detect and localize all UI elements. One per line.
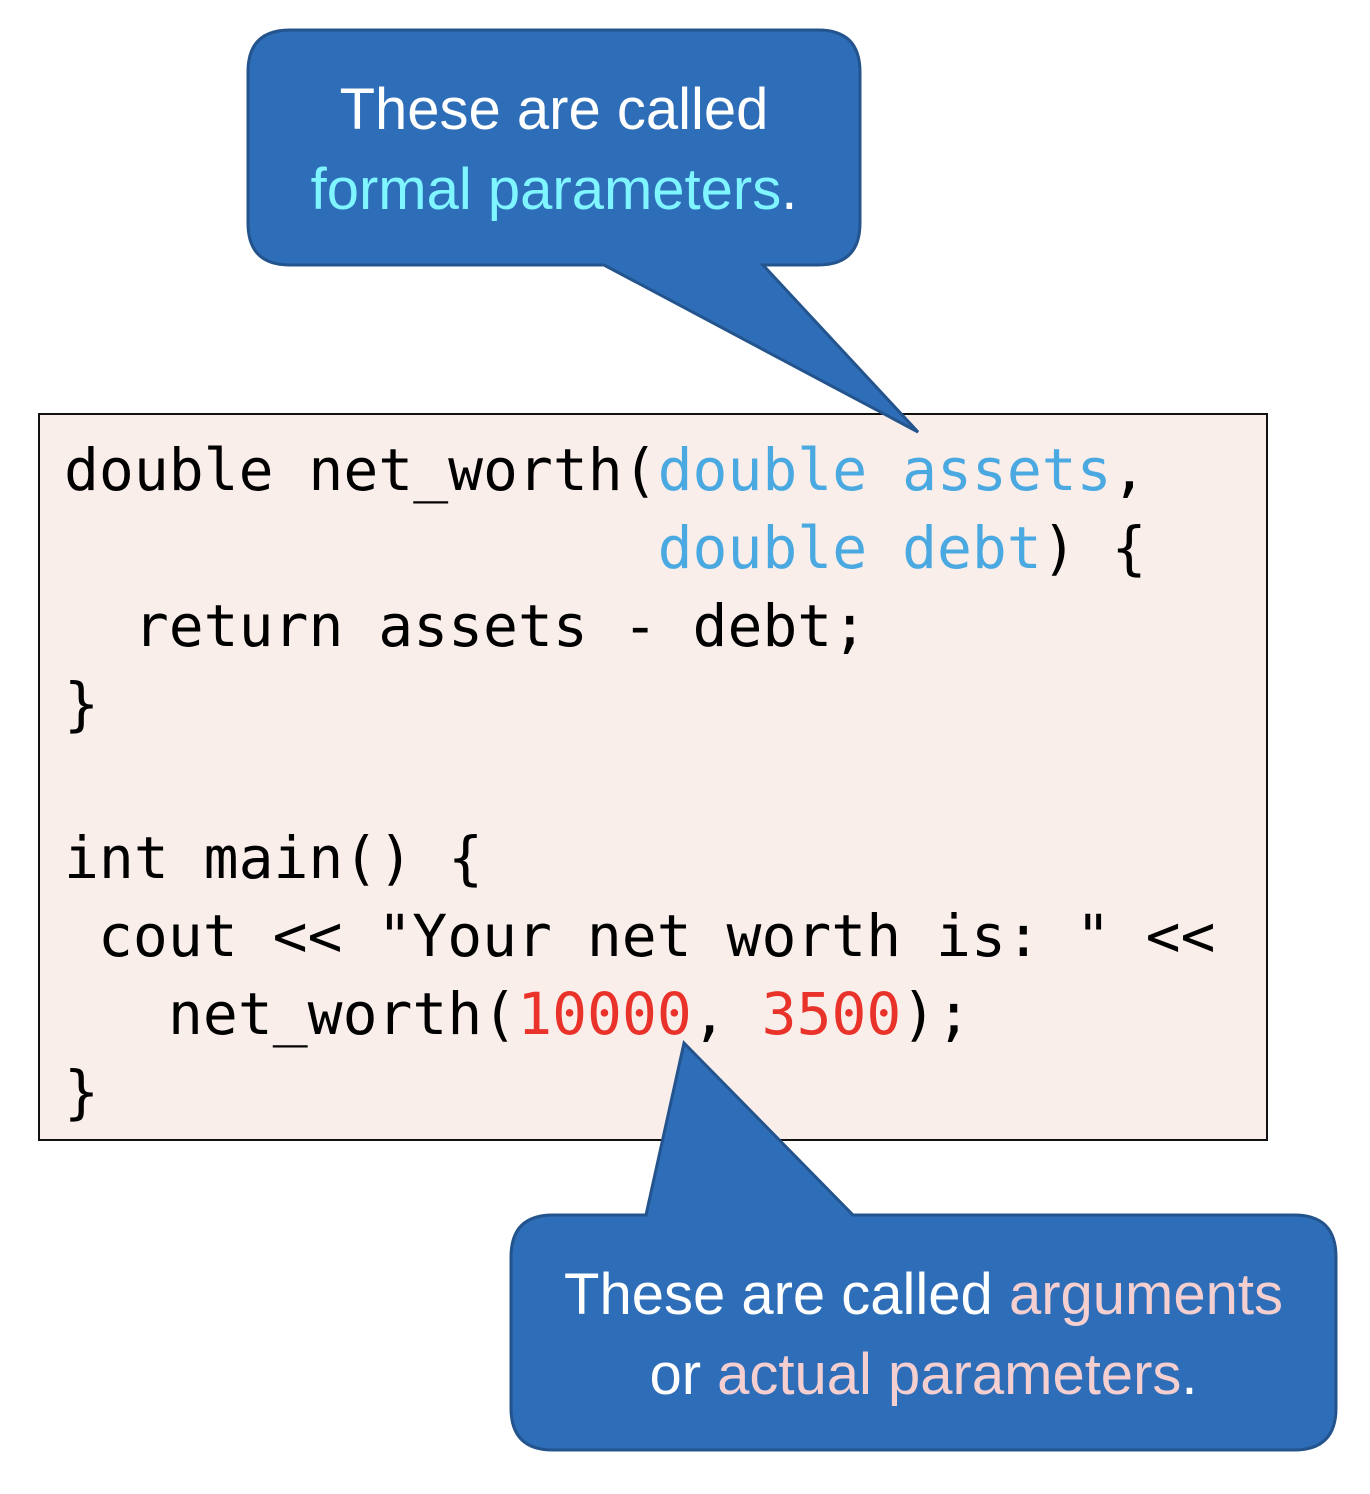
- callout-top-shape: [246, 28, 920, 434]
- formal-param-assets-type: double: [657, 436, 868, 504]
- callout-top-text: These are called formal parameters.: [248, 70, 860, 230]
- argument-10000: 10000: [517, 980, 692, 1048]
- callout-bottom-line1-start: These are called: [564, 1262, 1009, 1327]
- code-line-main: int main() {: [64, 824, 484, 892]
- code-block: double net_worth(double assets, double d…: [38, 413, 1268, 1141]
- callout-bottom-line1: These are called arguments: [511, 1255, 1336, 1335]
- code-open-brace: ) {: [1041, 514, 1147, 582]
- code-line-function-signature: double net_worth(double assets,: [64, 441, 1147, 499]
- callout-top-line2: formal parameters.: [248, 150, 860, 230]
- callout-bottom-line2: or actual parameters.: [511, 1335, 1336, 1415]
- code-function-prefix: double net_worth(: [64, 436, 658, 504]
- code-line-return: return assets - debt;: [64, 597, 867, 655]
- code-return-statement: return assets - debt;: [133, 592, 868, 660]
- code-arg-separator: ,: [691, 980, 762, 1048]
- callout-bottom-text: These are called arguments or actual par…: [511, 1255, 1336, 1415]
- code-line-close-main: }: [64, 1058, 99, 1126]
- callout-top-period: .: [781, 157, 798, 222]
- arguments-highlight: arguments: [1008, 1262, 1283, 1327]
- code-line-cout: cout << "Your net worth is: " <<: [98, 902, 1216, 970]
- formal-param-debt-name: debt: [902, 514, 1042, 582]
- code-call-prefix: net_worth(: [168, 980, 518, 1048]
- code-line-close-function: }: [64, 670, 99, 738]
- code-comma: ,: [1111, 436, 1147, 504]
- argument-3500: 3500: [761, 980, 902, 1048]
- code-call-suffix: );: [901, 980, 972, 1048]
- formal-parameters-highlight: formal parameters: [310, 157, 782, 222]
- callout-bottom-shape: [509, 1039, 1338, 1452]
- code-line-call: net_worth(10000, 3500);: [168, 985, 971, 1043]
- callout-bottom-period: .: [1181, 1342, 1198, 1407]
- callout-top-line1: These are called: [339, 77, 769, 142]
- formal-param-debt-type: double: [657, 514, 868, 582]
- actual-parameters-highlight: actual parameters: [717, 1342, 1182, 1407]
- callout-bottom-line2-start: or: [649, 1342, 718, 1407]
- code-line-second-param: double debt) {: [64, 519, 1147, 577]
- formal-param-assets-name: assets: [902, 436, 1112, 504]
